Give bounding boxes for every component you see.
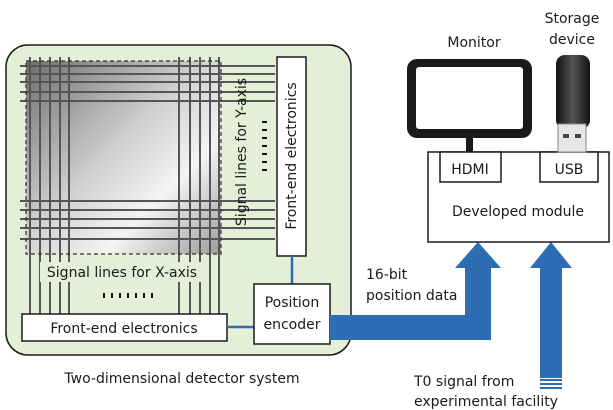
t0-label-line1: T0 signal from (413, 374, 514, 390)
front-end-electronics-vertical-label: Front-end electronics (284, 82, 300, 229)
usb-port-label: USB (555, 162, 584, 178)
t0-signal-arrow (530, 242, 572, 378)
position-data-label-line1: 16-bit (366, 267, 408, 283)
storage-label-line1: Storage (545, 11, 600, 27)
sensitive-area-outline (25, 60, 222, 255)
monitor-screen (416, 67, 523, 129)
monitor-label: Monitor (447, 35, 500, 51)
monitor-stand (466, 138, 473, 152)
signal-grid (20, 57, 275, 315)
detector-sensitive-area (26, 61, 221, 254)
position-data-label-line2: position data (366, 288, 457, 304)
position-encoder-line1: Position (265, 295, 320, 311)
signal-lines-x-label-bg (40, 262, 204, 282)
signal-lines-y-label: Signal lines for Y-axis (234, 78, 250, 226)
hdmi-port-label: HDMI (451, 162, 489, 178)
t0-signal-lines (540, 379, 562, 389)
front-end-electronics-horizontal-label: Front-end electronics (50, 321, 197, 337)
usb-port (539, 151, 599, 183)
front-end-electronics-vertical (276, 56, 307, 257)
position-data-arrow (330, 242, 501, 340)
hdmi-port (439, 151, 502, 183)
storage-label-line2: device (549, 32, 595, 48)
developed-module-label: Developed module (452, 204, 584, 220)
detector-system-caption: Two-dimensional detector system (63, 371, 299, 387)
t0-label-line2: experimental facility (414, 394, 558, 410)
ellipsis-horizontal (103, 293, 153, 298)
position-encoder (253, 283, 331, 345)
position-encoder-line2: encoder (263, 317, 320, 333)
signal-lines-x-label: Signal lines for X-axis (47, 265, 197, 281)
ellipsis-vertical (262, 121, 267, 171)
usb-stick-icon (556, 55, 590, 153)
